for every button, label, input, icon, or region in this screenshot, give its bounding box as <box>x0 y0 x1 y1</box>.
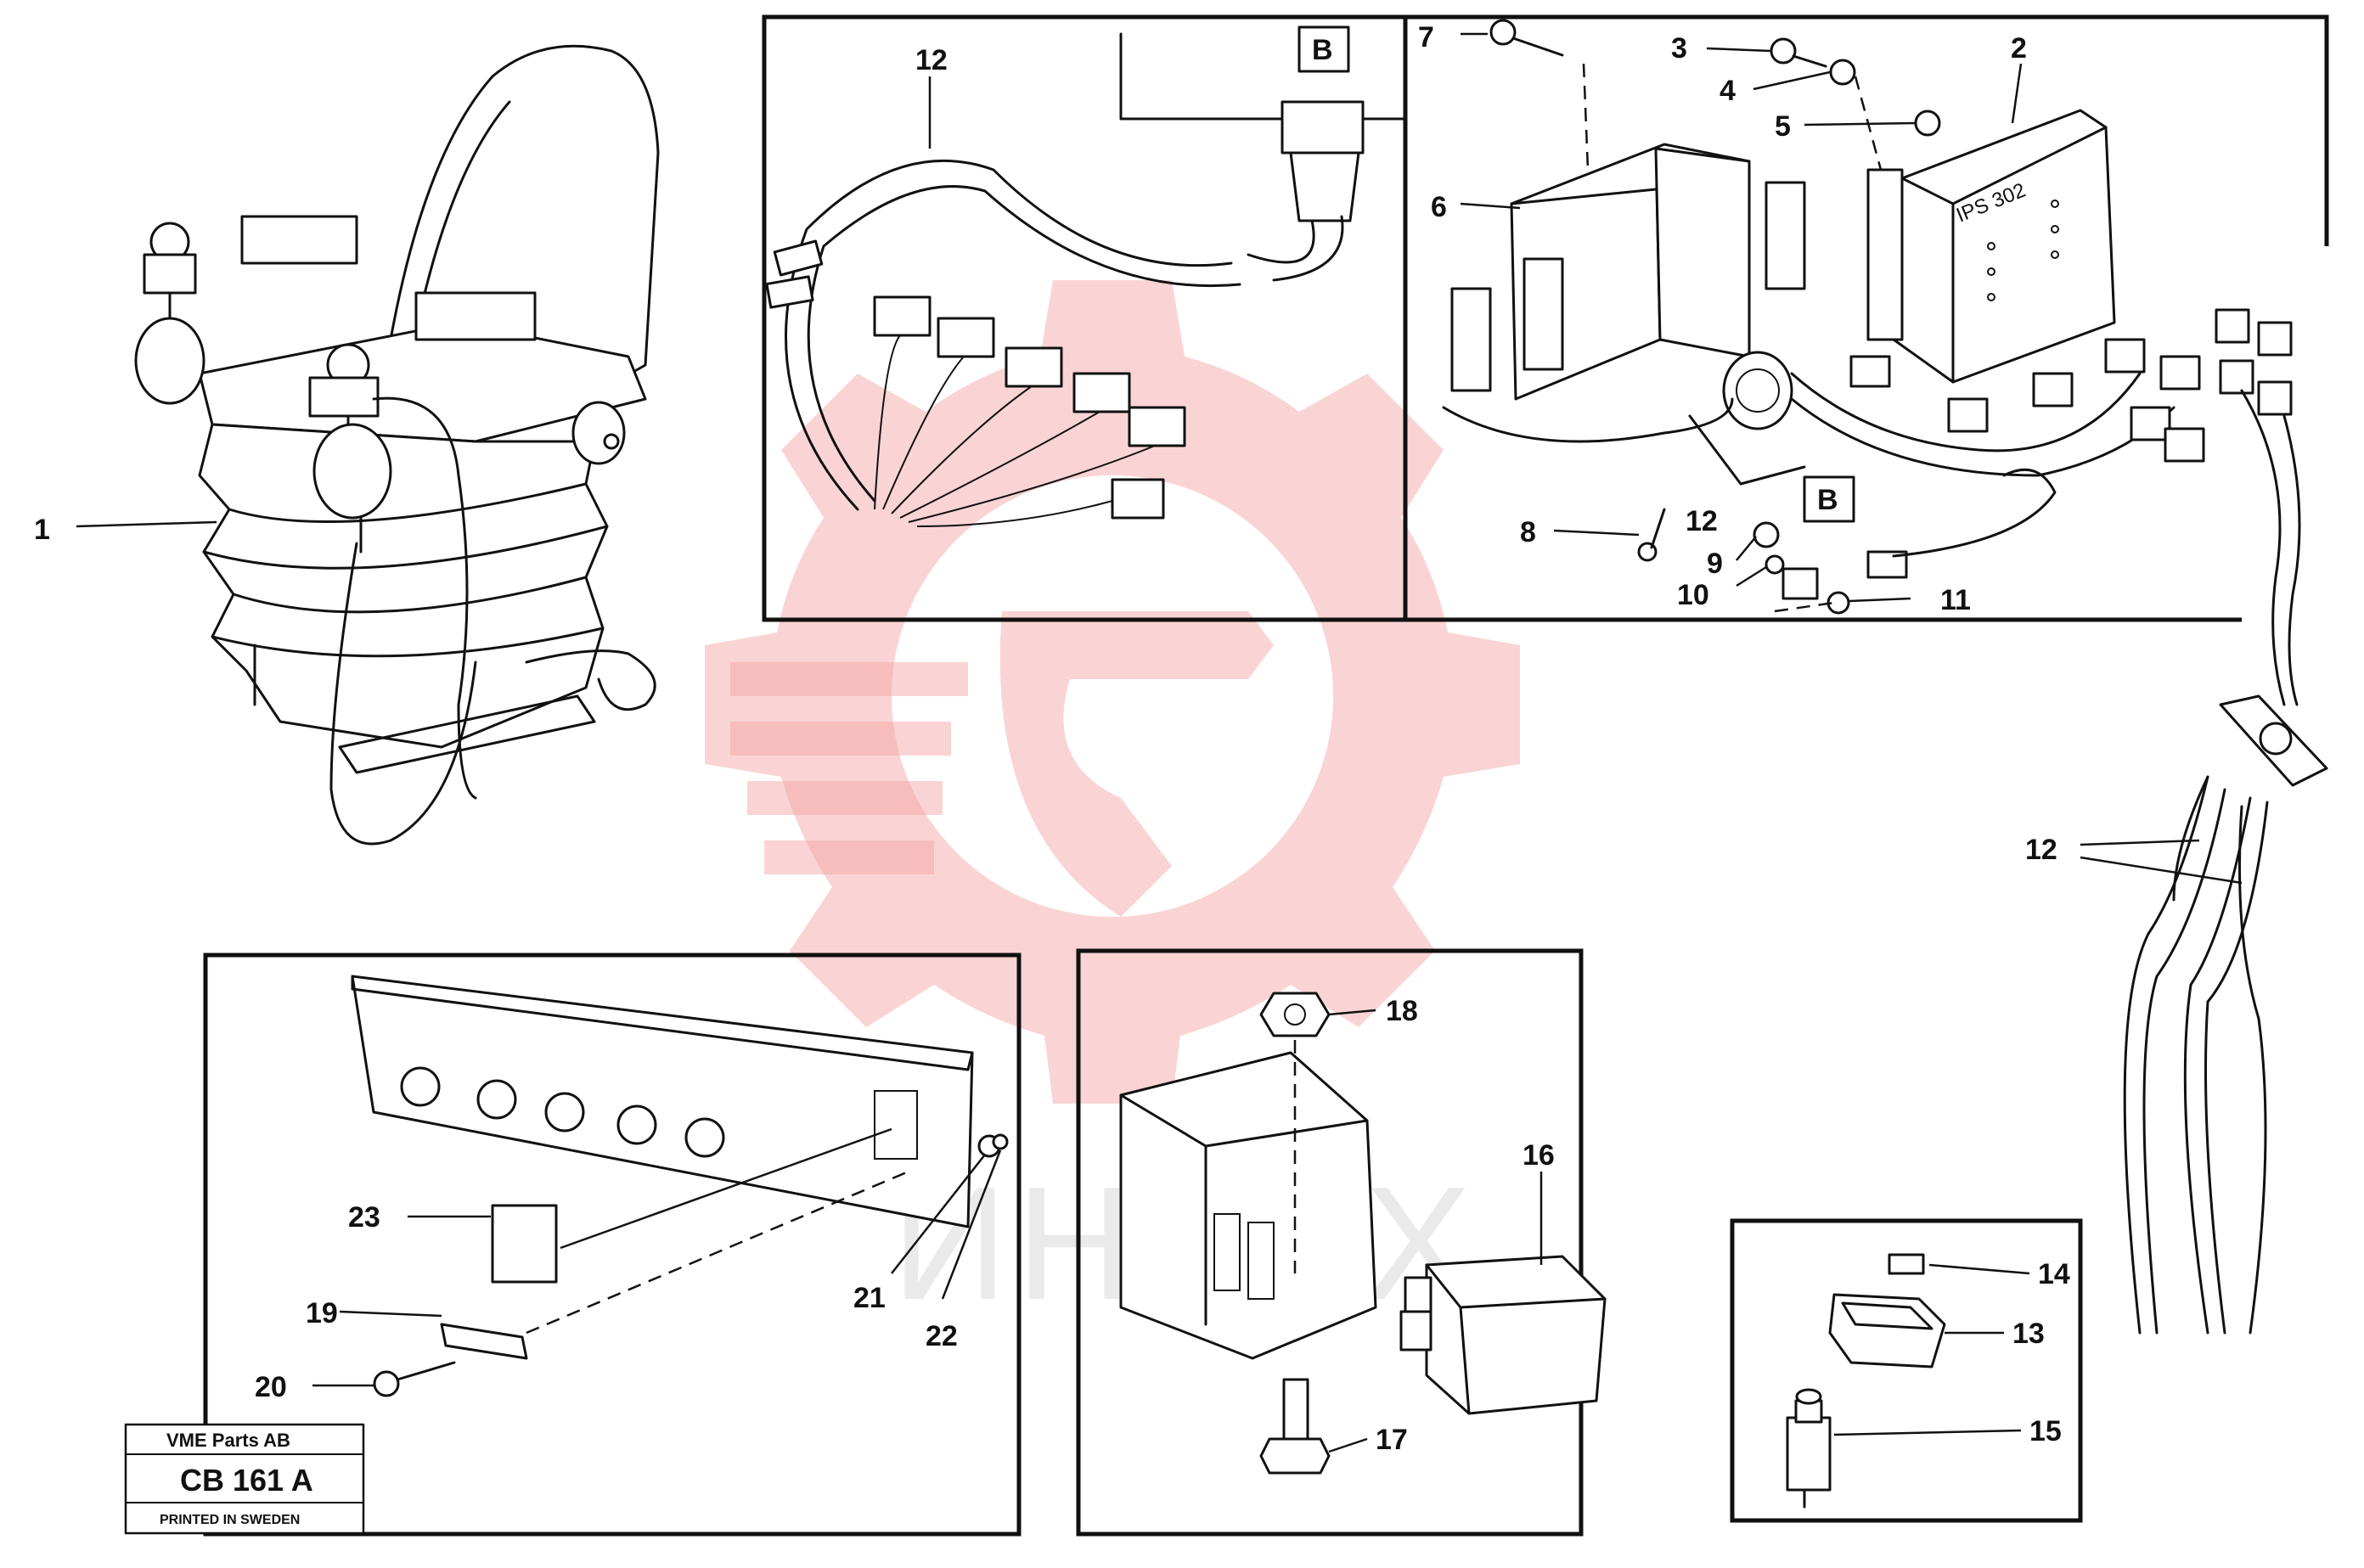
control-box-assembly: IPS 302 <box>1442 19 2205 615</box>
washer-22 <box>992 1133 1009 1150</box>
relay-16 <box>1399 1255 1607 1415</box>
screw-3 <box>1770 37 1827 68</box>
callout-18: 18 <box>1386 995 1418 1027</box>
relay-holder-assembly <box>1119 992 1607 1475</box>
left-joystick <box>134 222 205 405</box>
callout-2: 2 <box>2011 32 2027 65</box>
callout-14: 14 <box>2038 1258 2070 1290</box>
panel-bracket <box>351 975 1009 1397</box>
ref-b-control: B <box>1803 475 1855 523</box>
screw-9 <box>1753 521 1780 548</box>
callout-1: 1 <box>34 514 50 546</box>
callout-15: 15 <box>2029 1415 2062 1447</box>
right-joystick <box>308 343 392 554</box>
callout-7: 7 <box>1418 21 1434 53</box>
callout-19: 19 <box>306 1297 338 1329</box>
rocker-switch-13 <box>1828 1293 1946 1368</box>
cover-plate-19 <box>440 1323 528 1360</box>
frame-relay <box>1076 948 1584 1537</box>
nut-5 <box>1914 110 1941 137</box>
publisher-stamp: VME Parts AB CB 161 A PRINTED IN SWEDEN <box>124 1423 365 1535</box>
nut-18 <box>1259 992 1331 1037</box>
callout-3: 3 <box>1671 32 1687 65</box>
terminal-block-23 <box>491 1204 558 1284</box>
switch-lens-14 <box>1888 1253 1925 1275</box>
side-harness <box>2123 308 2328 1335</box>
push-switch-15 <box>1786 1388 1832 1509</box>
callout-22: 22 <box>926 1320 958 1352</box>
callout-9: 9 <box>1707 548 1723 580</box>
callout-20: 20 <box>255 1371 287 1403</box>
callout-labels: 1 12 7 3 2 4 5 6 12 8 9 10 11 12 14 13 1… <box>34 21 2070 1456</box>
frame-control-box <box>1403 14 2329 622</box>
screw-20 <box>373 1361 456 1397</box>
callout-13: 13 <box>2012 1318 2045 1350</box>
callout-12-control: 12 <box>1686 505 1718 537</box>
wiring-harness <box>765 32 1407 527</box>
operator-seat <box>134 44 660 846</box>
ips-module <box>1892 109 2116 384</box>
relay-holder <box>1119 1051 1377 1360</box>
connector-b-socket <box>1280 100 1365 155</box>
screw-8 <box>1637 508 1666 562</box>
callout-4: 4 <box>1720 75 1736 107</box>
callout-8: 8 <box>1520 516 1536 548</box>
washer-10 <box>1765 554 1785 575</box>
screw-17 <box>1259 1378 1331 1475</box>
washer-4 <box>1829 59 1856 86</box>
leader-lines <box>76 32 2243 1453</box>
callout-12-harness: 12 <box>915 44 948 76</box>
callout-23: 23 <box>348 1201 380 1234</box>
frame-panel-bracket <box>203 953 1022 1537</box>
callout-11: 11 <box>1940 584 1971 616</box>
callout-6: 6 <box>1431 191 1447 223</box>
svg-text:B: B <box>1817 484 1838 516</box>
stamp-code: CB 161 A <box>180 1463 313 1498</box>
ref-b-harness: B <box>1297 25 1350 73</box>
svg-text:B: B <box>1312 34 1333 66</box>
switch-parts <box>1786 1253 1946 1509</box>
watermark-logo <box>705 280 1520 1104</box>
callout-17: 17 <box>1376 1424 1408 1456</box>
ips-indicator-leds <box>1987 200 2059 301</box>
stamp-company: VME Parts AB <box>166 1430 290 1451</box>
bracket-holes <box>400 1066 918 1160</box>
callout-12-side: 12 <box>2025 834 2057 866</box>
callout-10: 10 <box>1677 579 1709 611</box>
callout-16: 16 <box>1523 1139 1555 1172</box>
frame-switches <box>1730 1218 2083 1523</box>
stamp-printed: PRINTED IN SWEDEN <box>160 1513 300 1527</box>
screw-7 <box>1489 19 1564 57</box>
callout-5: 5 <box>1775 110 1791 143</box>
callout-21: 21 <box>853 1282 886 1314</box>
